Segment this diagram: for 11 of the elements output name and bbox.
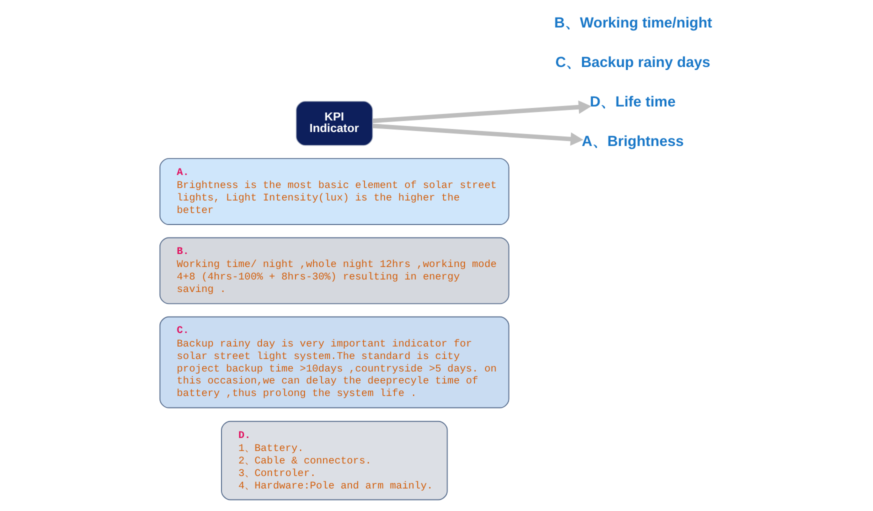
node-text: A、Brightness bbox=[581, 134, 684, 150]
node-text: C、Backup rainy days bbox=[554, 54, 710, 71]
node-box: KPI Indicator bbox=[295, 101, 372, 146]
node-box: B. Working time/ night ,whole night 12hrs ,working mode 4+8 (4hrs-100% + 8hrs-30%) resulting in energy saving . bbox=[158, 237, 509, 304]
arrow bbox=[372, 100, 591, 124]
node-box: C. Backup rainy day is very important indicator for solar street light system.The standard is city project backup time >10days ,countryside >5 days. on this occasion,we can delay the deeprecyle time of battery ,thus prolong the system life . bbox=[158, 316, 509, 408]
node-box: A. Brightness is the most basic element of solar street lights, Light Intensity(lux) is the higher the better bbox=[158, 158, 509, 225]
node-text: B、Working time/night bbox=[554, 15, 712, 32]
node-box: D. 1、Battery. 2、Cable & connectors. 3、Controler. 4、Hardware:Pole and arm mainly. bbox=[220, 420, 448, 500]
node-text: D、Life time bbox=[589, 94, 676, 111]
arrow bbox=[372, 124, 583, 146]
